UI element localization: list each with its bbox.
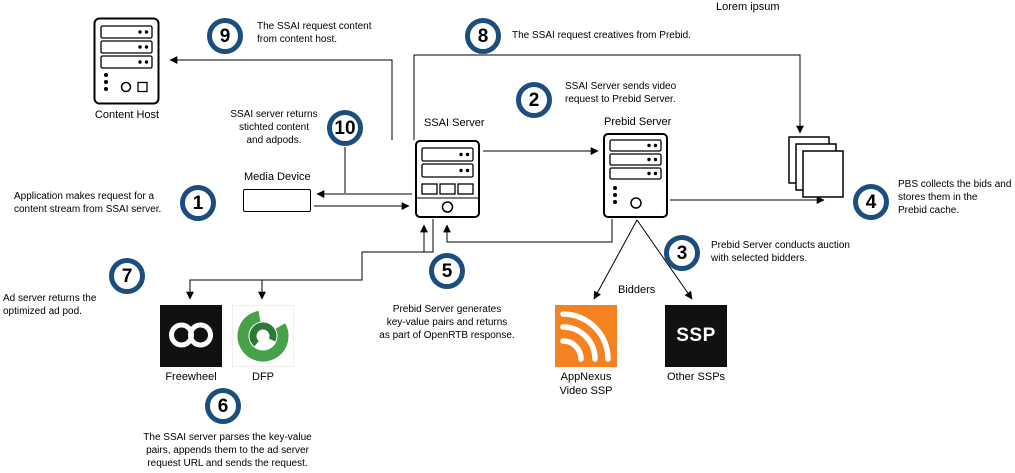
note-line: SSAI server returns bbox=[230, 109, 318, 120]
step-8-number: 8 bbox=[477, 25, 489, 47]
dfp-logo bbox=[231, 304, 295, 372]
step-10-number: 10 bbox=[334, 117, 356, 139]
step-1-number: 1 bbox=[192, 192, 204, 214]
step-3-note: Prebid Server conducts auction with sele… bbox=[711, 239, 850, 265]
step-1-badge: 1 bbox=[180, 185, 216, 221]
dfp-label: DFP bbox=[252, 371, 274, 383]
step-4-number: 4 bbox=[865, 191, 877, 213]
freewheel-logo bbox=[160, 305, 222, 372]
step-3-number: 3 bbox=[676, 242, 688, 264]
step-8-note: The SSAI request creatives from Prebid. bbox=[512, 29, 691, 42]
note-line: and adpods. bbox=[246, 135, 302, 147]
note-line: request URL and sends the request. bbox=[147, 458, 308, 470]
note-line: stichted content bbox=[238, 122, 310, 134]
freewheel-label: Freewheel bbox=[165, 371, 217, 383]
note-line: pairs, appends them to the ad server bbox=[146, 445, 309, 457]
step-8-badge: 8 bbox=[465, 18, 501, 54]
bidders-label: Bidders bbox=[618, 284, 656, 296]
media-device-label: Media Device bbox=[244, 171, 311, 183]
note-line: stores them in the bbox=[898, 192, 978, 204]
step-9-number: 9 bbox=[219, 25, 231, 47]
step-1-note: Application makes request for a content … bbox=[14, 190, 161, 216]
step-10-badge: 10 bbox=[327, 110, 363, 146]
step-7-number: 7 bbox=[121, 265, 133, 287]
appnexus-label: AppNexus Video SSP bbox=[545, 371, 627, 399]
step-2-badge: 2 bbox=[516, 82, 552, 118]
ssp-logo-text: SSP bbox=[676, 325, 716, 346]
arrow-step-6 bbox=[186, 219, 434, 300]
note-line: content stream from SSAI server. bbox=[14, 204, 162, 216]
step-5-badge: 5 bbox=[429, 253, 465, 289]
page-title: Lorem ipsum bbox=[716, 1, 780, 13]
step-7-note: Ad server returns the optimized ad pod. bbox=[3, 292, 96, 318]
note-line: The SSAI request content bbox=[257, 21, 372, 32]
note-line: optimized ad pod. bbox=[3, 306, 82, 318]
ssai-server-label: SSAI Server bbox=[424, 117, 485, 129]
step-3-badge: 3 bbox=[664, 235, 700, 271]
step-2-number: 2 bbox=[528, 89, 540, 111]
note-line: key-value pairs and returns bbox=[386, 317, 508, 329]
step-7-badge: 7 bbox=[109, 258, 145, 294]
step-9-note: The SSAI request content from content ho… bbox=[257, 20, 372, 46]
prebid-cache-papers-icon bbox=[788, 136, 850, 207]
note-line: as part of OpenRTB response. bbox=[379, 330, 515, 342]
step-10-note: SSAI server returns stichted content and… bbox=[224, 108, 324, 148]
content-host-label: Content Host bbox=[94, 109, 160, 121]
note-line: SSAI Server sends video bbox=[565, 81, 677, 92]
step-4-badge: 4 bbox=[853, 184, 889, 220]
prebid-server-icon bbox=[603, 133, 668, 223]
note-line: The SSAI server parses the key-value bbox=[143, 432, 312, 443]
step-9-badge: 9 bbox=[207, 18, 243, 54]
ssai-server-icon bbox=[415, 140, 480, 223]
step-4-note: PBS collects the bids and stores them in… bbox=[898, 178, 1011, 218]
note-line: Prebid cache. bbox=[898, 205, 960, 217]
media-device-box bbox=[243, 189, 311, 212]
step-5-note: Prebid Server generates key-value pairs … bbox=[377, 303, 517, 343]
note-line: Prebid Server generates bbox=[392, 304, 502, 315]
content-host-icon bbox=[93, 17, 160, 110]
note-line: request to Prebid Server. bbox=[565, 94, 676, 106]
other-ssps-logo: SSP bbox=[665, 305, 727, 367]
appnexus-logo bbox=[555, 305, 617, 372]
note-line: Application makes request for a bbox=[14, 191, 155, 202]
step-5-number: 5 bbox=[441, 260, 453, 282]
other-ssps-label: Other SSPs bbox=[666, 371, 726, 383]
note-line: The SSAI request creatives from Prebid. bbox=[512, 30, 691, 41]
note-line: Ad server returns the bbox=[3, 293, 97, 304]
step-2-note: SSAI Server sends video request to Prebi… bbox=[565, 80, 676, 106]
step-6-badge: 6 bbox=[205, 388, 241, 424]
step-6-note: The SSAI server parses the key-value pai… bbox=[135, 431, 320, 471]
note-line: PBS collects the bids and bbox=[898, 179, 1012, 190]
prebid-server-label: Prebid Server bbox=[604, 116, 672, 128]
appnexus-label-line1: AppNexus bbox=[560, 371, 612, 383]
note-line: with selected bidders. bbox=[711, 253, 808, 265]
note-line: Prebid Server conducts auction bbox=[711, 240, 850, 251]
step-6-number: 6 bbox=[217, 395, 229, 417]
note-line: from content host. bbox=[257, 34, 338, 46]
appnexus-label-line2: Video SSP bbox=[559, 384, 613, 397]
